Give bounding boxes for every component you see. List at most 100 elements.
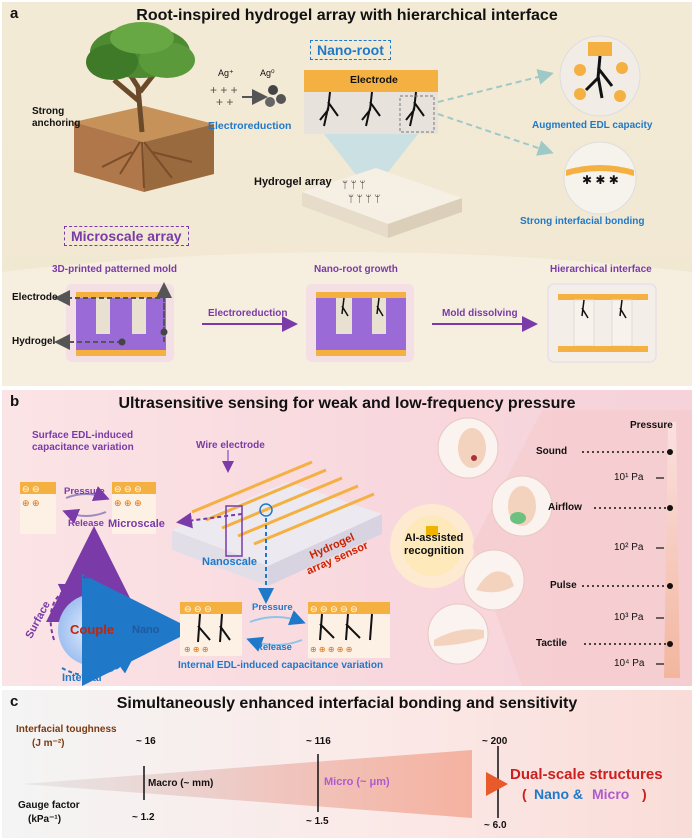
gauge-value-3: ~ 6.0 <box>484 820 507 831</box>
panel-a-graphics: + + + + + <box>2 22 692 386</box>
nanoscale-label: Nanoscale <box>202 556 258 568</box>
process-box-2 <box>306 284 414 362</box>
panel-b: ⊖ ⊖ ⊕ ⊕ ⊖ ⊖ ⊖ ⊕ ⊕ ⊕ <box>2 390 692 686</box>
svg-text:ᛘ ᛘ ᛘ: ᛘ ᛘ ᛘ <box>342 180 366 191</box>
face-sound-illustration <box>437 417 499 479</box>
scale-item-tactile: Tactile <box>536 638 567 649</box>
gauge-unit: (kPa⁻¹) <box>28 814 62 825</box>
paren-close: ) <box>642 786 647 802</box>
microscale-label: Microscale <box>108 518 165 530</box>
augmented-edl-label: Augmented EDL capacity <box>532 120 653 131</box>
hydrogel-array-block: ᛘ ᛘ ᛘ ᛘ ᛘ ᛘ ᛘ <box>302 168 462 238</box>
scale-item-sound: Sound <box>536 446 568 457</box>
electrode-side-label: Electrode <box>12 292 58 303</box>
scale-tick-3: 10³ Pa <box>614 612 644 623</box>
scale-tick-4: 10⁴ Pa <box>614 658 645 669</box>
svg-text:⊕ ⊕ ⊕: ⊕ ⊕ ⊕ <box>184 645 209 654</box>
release-label-surface: Release <box>68 518 104 529</box>
scale-tick-1: 10¹ Pa <box>614 472 644 483</box>
toughness-unit: (J m⁻²) <box>32 738 65 749</box>
paren-open: ( <box>522 786 527 802</box>
micro-word-label: Micro <box>592 786 630 802</box>
panel-a-title: Root-inspired hydrogel array with hierar… <box>136 7 558 24</box>
svg-text:✱ ✱ ✱: ✱ ✱ ✱ <box>582 173 619 187</box>
internal-edl-label: Internal EDL-induced capacitance variati… <box>178 660 384 671</box>
toughness-value-1: ~ 16 <box>136 736 156 747</box>
svg-text:ᛘ ᛘ ᛘ ᛘ: ᛘ ᛘ ᛘ ᛘ <box>348 194 380 205</box>
electrode-label: Electrode <box>350 74 398 86</box>
gauge-label: Gauge factor <box>18 800 80 811</box>
svg-text:⊖ ⊖: ⊖ ⊖ <box>22 484 40 494</box>
ai-recognition-label: AI-assisted recognition <box>404 532 464 557</box>
scale-item-airflow: Airflow <box>548 502 582 513</box>
electroreduction-label: Electroreduction <box>208 120 292 132</box>
surface-edl-label: Surface EDL-induced capacitance variatio… <box>32 430 134 453</box>
ag-plus-label: Ag⁺ <box>218 68 234 78</box>
svg-text:⊕ ⊕: ⊕ ⊕ <box>22 498 40 508</box>
panel-c-title: Simultaneously enhanced interfacial bond… <box>116 695 578 712</box>
micro-scale-label: Micro (~ μm) <box>324 776 390 788</box>
micro-label: Micro <box>81 552 93 579</box>
ag-ion-icons: + + + + + <box>210 83 238 109</box>
toughness-value-3: ~ 200 <box>482 736 508 747</box>
gauge-value-2: ~ 1.5 <box>306 816 329 827</box>
pressure-scale-bar <box>664 422 680 678</box>
mask-airflow-illustration <box>491 475 553 537</box>
hydrogel-sensor-block <box>172 460 382 586</box>
panel-b-label: b <box>10 393 20 410</box>
release-label-internal: Release <box>256 642 292 653</box>
nano-root-title: Nano-root <box>310 40 391 60</box>
surface-edl-cell-left: ⊖ ⊖ ⊕ ⊕ <box>20 482 56 534</box>
svg-text:+ + +: + + + <box>210 83 238 97</box>
nano-root-diagram <box>304 70 438 134</box>
ag-zero-label: Ag⁰ <box>260 68 275 78</box>
svg-text:⊖ ⊖ ⊖: ⊖ ⊖ ⊖ <box>114 484 142 494</box>
panel-b-graphics: ⊖ ⊖ ⊕ ⊕ ⊖ ⊖ ⊖ ⊕ ⊕ ⊕ <box>20 410 692 686</box>
macro-label: Macro (~ mm) <box>148 778 214 789</box>
bonding-zoom-circle: ✱ ✱ ✱ <box>563 141 637 215</box>
pressure-label-internal: Pressure <box>252 602 293 613</box>
couple-label: Couple <box>70 622 115 637</box>
internal-edl-cell-right: ⊖ ⊖ ⊖ ⊖ ⊖ ⊕ ⊕ ⊕ ⊕ ⊕ <box>308 602 390 658</box>
surface-edl-cell-right: ⊖ ⊖ ⊖ ⊕ ⊕ ⊕ <box>112 482 156 534</box>
panel-a-label: a <box>10 5 19 22</box>
svg-text:⊖ ⊖ ⊖: ⊖ ⊖ ⊖ <box>184 604 212 614</box>
mold-label: 3D-printed patterned mold <box>52 264 178 275</box>
scale-tick-2: 10² Pa <box>614 542 644 553</box>
svg-text:+ +: + + <box>216 95 233 109</box>
step2-label: Mold dissolving <box>442 308 518 319</box>
strong-anchoring-label: Strong anchoring <box>32 106 81 129</box>
finger-tactile-illustration <box>427 603 489 665</box>
svg-text:⊕ ⊕ ⊕: ⊕ ⊕ ⊕ <box>114 498 142 508</box>
step1-label: Electroreduction <box>208 308 288 319</box>
panel-c-graphics <box>22 746 508 818</box>
internal-edl-cell-left: ⊖ ⊖ ⊖ ⊕ ⊕ ⊕ <box>180 602 242 656</box>
pressure-label-surface: Pressure <box>64 486 105 497</box>
toughness-value-2: ~ 116 <box>306 736 331 747</box>
edl-zoom-circle <box>559 35 641 117</box>
process-box-3 <box>547 283 657 363</box>
strong-bonding-label: Strong interfacial bonding <box>520 216 645 227</box>
hydrogel-array-label: Hydrogel array <box>254 176 332 188</box>
scale-wedge <box>22 750 472 818</box>
hand-pulse-illustration <box>463 549 525 611</box>
process-box-1 <box>66 284 174 362</box>
nano-amp-label: Nano & <box>534 786 583 802</box>
panel-c-label: c <box>10 693 19 710</box>
nano-root-growth-label: Nano-root growth <box>314 264 398 275</box>
panel-b-title: Ultrasensitive sensing for weak and low-… <box>118 395 576 412</box>
microscale-array-title: Microscale array <box>64 226 189 246</box>
hierarchical-interface-label: Hierarchical interface <box>550 264 652 275</box>
tree-illustration <box>74 22 214 192</box>
scale-item-pulse: Pulse <box>550 580 577 591</box>
panel-a: + + + + + <box>2 2 692 386</box>
internal-label: Internal <box>62 672 102 684</box>
svg-text:⊖ ⊖ ⊖ ⊖ ⊖: ⊖ ⊖ ⊖ ⊖ ⊖ <box>310 604 358 614</box>
svg-text:⊕ ⊕ ⊕ ⊕ ⊕: ⊕ ⊕ ⊕ ⊕ ⊕ <box>310 645 352 654</box>
nano-label: Nano <box>132 624 160 636</box>
dual-scale-label: Dual-scale structures <box>510 766 663 783</box>
pressure-scale-title: Pressure <box>630 420 673 431</box>
gauge-value-1: ~ 1.2 <box>132 812 155 823</box>
wire-electrode-label: Wire electrode <box>196 440 265 451</box>
hydrogel-side-label: Hydrogel <box>12 336 56 347</box>
